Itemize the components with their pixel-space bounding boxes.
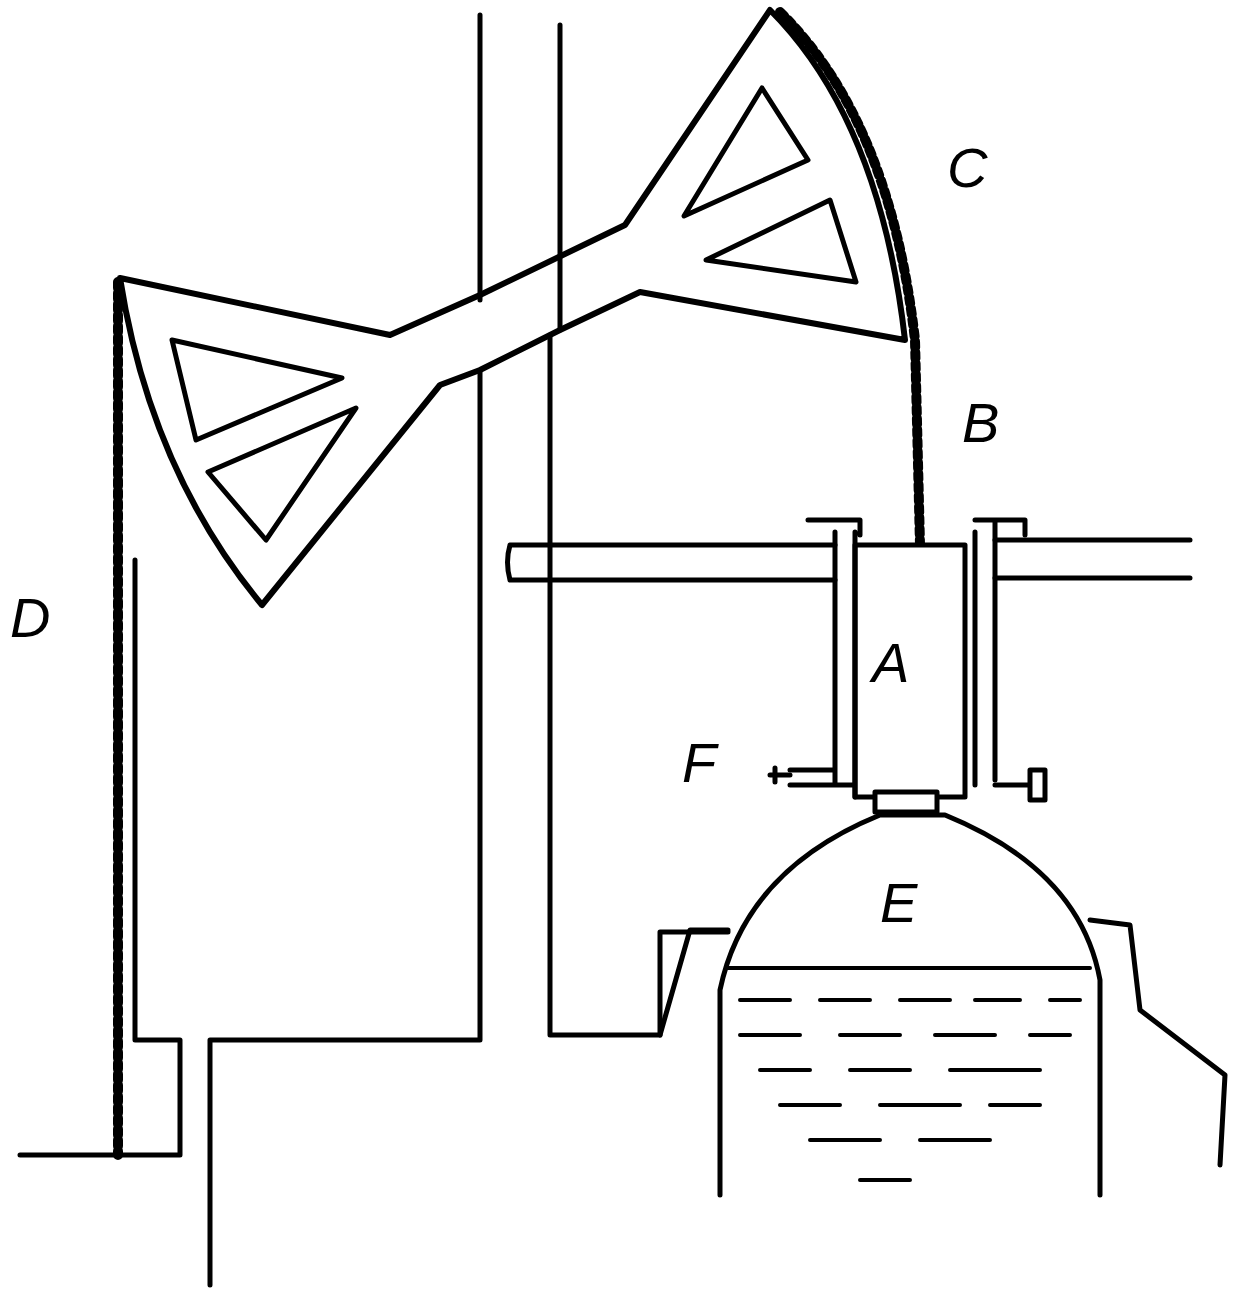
brickwork [660, 920, 1225, 1165]
beam-cutout [172, 88, 856, 540]
neck [875, 792, 937, 812]
chain [780, 12, 920, 545]
part-letter: E [878, 875, 919, 931]
part-letter: D [8, 590, 52, 646]
part-letter: A [870, 635, 911, 691]
side-pipe [790, 520, 1025, 797]
pipe [508, 540, 1191, 580]
chain [113, 282, 123, 1155]
part-letter: F [680, 735, 718, 791]
cylinder [855, 545, 965, 797]
beam [120, 10, 905, 605]
boiler [720, 815, 1100, 1195]
water [728, 968, 1090, 1180]
left-wall [20, 560, 180, 1155]
part-letter: B [960, 395, 1001, 451]
pillar [210, 15, 728, 1285]
part-letter: C [945, 140, 989, 196]
